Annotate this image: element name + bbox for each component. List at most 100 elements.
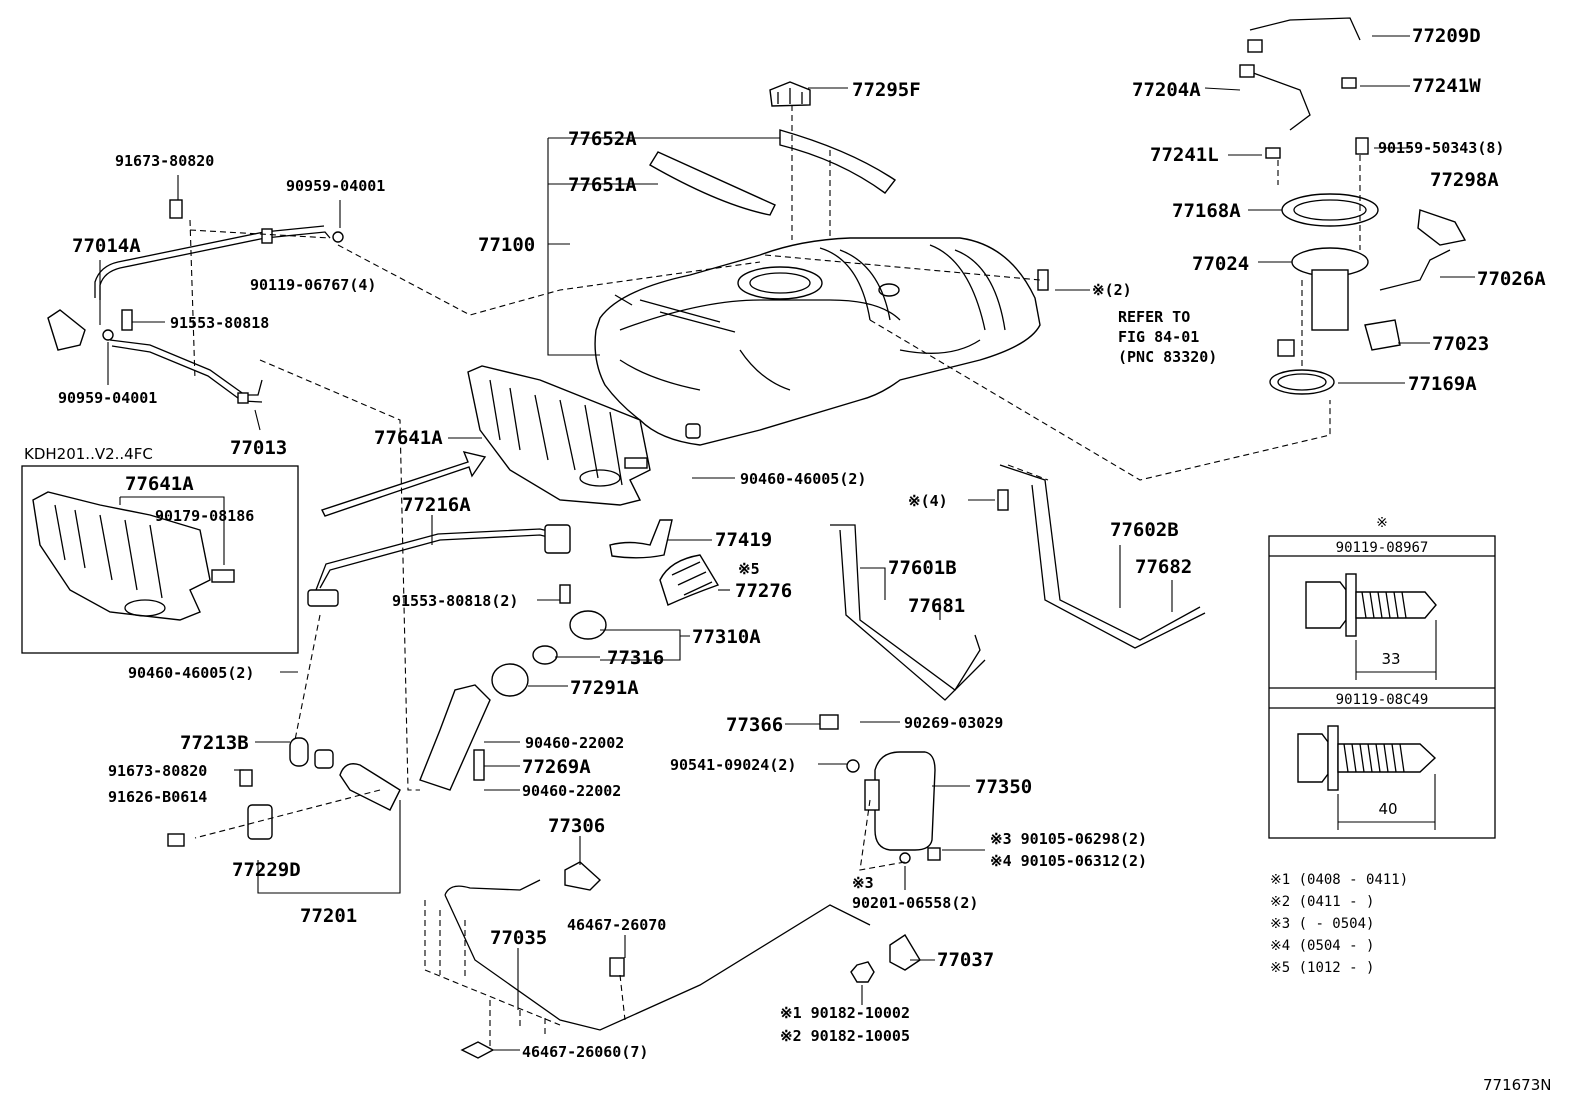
bolt-2-part-number: 90119-08C49	[1336, 692, 1429, 708]
bolt-2-length: 40	[1378, 800, 1397, 818]
label-77298a: 77298A	[1430, 169, 1499, 191]
label-77681: 77681	[908, 595, 965, 617]
note-2: ※2 (0411 - )	[1270, 894, 1374, 910]
label-90201: 90201-06558(2)	[852, 894, 978, 912]
clamp-77229d	[247, 804, 273, 840]
label-77601b: 77601B	[888, 557, 957, 579]
label-note-x5: ※5	[738, 560, 760, 578]
gasket-77168a	[1281, 193, 1379, 227]
label-91553-top: 91553-80818	[170, 314, 269, 332]
gasket-77316	[532, 645, 558, 665]
protector-77295f-drawing	[769, 81, 811, 107]
vent-tube-77209d	[1244, 17, 1361, 131]
fuel-filler-lid-77350	[874, 751, 936, 851]
bolt-1-drawing	[1305, 581, 1347, 629]
label-77204a: 77204A	[1132, 79, 1201, 101]
label-90460-46005-left: 90460-46005(2)	[128, 664, 254, 682]
clip-90959-bottom	[102, 329, 114, 341]
label-90460-22002-top: 90460-22002	[525, 734, 624, 752]
vent-tube-77013	[109, 339, 263, 396]
label-77201: 77201	[300, 905, 357, 927]
label-77213b: 77213B	[180, 732, 249, 754]
part-labels: 77209D 77204A 77241W 77241L 90159-50343(…	[24, 25, 1546, 1061]
vent-hose-drawing	[47, 309, 86, 351]
label-77310a: 77310A	[692, 626, 761, 648]
label-77026a: 77026A	[1477, 268, 1546, 290]
strap-77601b	[830, 524, 981, 691]
clamp-46467-26060	[460, 1041, 495, 1059]
label-77419: 77419	[715, 529, 772, 551]
bolt-table-header: ※	[1376, 515, 1388, 531]
label-91553-bottom: 91553-80818(2)	[392, 592, 518, 610]
refer-note-line2: FIG 84-01	[1118, 328, 1199, 346]
sender-77023	[1364, 319, 1401, 351]
cable-77035	[444, 879, 871, 1031]
label-46467-26070: 46467-26070	[567, 916, 666, 934]
label-77037: 77037	[937, 949, 994, 971]
label-90269: 90269-03029	[904, 714, 1003, 732]
label-77229d: 77229D	[232, 859, 301, 881]
label-77306: 77306	[548, 815, 605, 837]
strap-77602b	[999, 464, 1201, 641]
label-77269a: 77269A	[522, 756, 591, 778]
label-90179: 90179-08186	[155, 507, 254, 525]
breather-pipe-77216a	[319, 534, 561, 589]
label-77024: 77024	[1192, 253, 1249, 275]
filler-neck-77291a	[491, 663, 529, 697]
label-91673-bottom: 91673-80820	[108, 762, 207, 780]
tank-protector-drawing	[467, 365, 651, 506]
label-77014a: 77014A	[72, 235, 141, 257]
label-90182-10002: ※1 90182-10002	[780, 1004, 910, 1022]
label-77023: 77023	[1432, 333, 1489, 355]
hose-77269a	[473, 749, 485, 781]
label-77651a: 77651A	[568, 174, 637, 196]
label-90159: 90159-50343(8)	[1378, 139, 1504, 157]
label-77241l: 77241L	[1150, 144, 1219, 166]
nut-90182	[850, 961, 875, 983]
label-90119-06767: 90119-06767(4)	[250, 276, 376, 294]
inset-protector-drawing	[32, 491, 235, 621]
bolt-1-length: 33	[1381, 650, 1400, 668]
inset-label: KDH201..V2..4FC	[24, 445, 153, 463]
solid-leaders	[99, 35, 1475, 1051]
lever-77306	[564, 861, 602, 891]
label-77316: 77316	[607, 647, 664, 669]
tank-band-77652a	[779, 129, 897, 194]
clamp-46467-26070	[609, 957, 625, 977]
wire-77026a	[1379, 249, 1451, 291]
hose-77213b	[339, 763, 401, 811]
label-90959-top: 90959-04001	[286, 177, 385, 195]
direction-arrow	[321, 451, 487, 517]
label-90105-06312: ※4 90105-06312(2)	[990, 852, 1147, 870]
label-77641a: 77641A	[374, 427, 443, 449]
refer-note-line3: (PNC 83320)	[1118, 348, 1217, 366]
label-77035: 77035	[490, 927, 547, 949]
filler-pipe-drawing	[419, 684, 491, 791]
label-91673-top: 91673-80820	[115, 152, 214, 170]
filler-cap-77310a	[569, 610, 607, 640]
note-4: ※4 (0504 - )	[1270, 938, 1374, 954]
clamp-91553	[121, 309, 133, 331]
note-5: ※5 (1012 - )	[1270, 960, 1374, 976]
hose-77419	[609, 519, 673, 559]
label-90460-46005-top: 90460-46005(2)	[740, 470, 866, 488]
label-note-x2: ※(2)	[1092, 281, 1132, 299]
note-3: ※3 ( - 0504)	[1270, 916, 1374, 932]
figure-code: 771673N	[1483, 1076, 1551, 1094]
label-90959-bottom: 90959-04001	[58, 389, 157, 407]
label-90182-10005: ※2 90182-10005	[780, 1027, 910, 1045]
applicability-notes: ※1 (0408 - 0411) ※2 (0411 - ) ※3 ( - 050…	[1270, 872, 1408, 976]
label-77366: 77366	[726, 714, 783, 736]
note-1: ※1 (0408 - 0411)	[1270, 872, 1408, 888]
label-77013: 77013	[230, 437, 287, 459]
label-46467-26060: 46467-26060(7)	[522, 1043, 648, 1061]
label-77100: 77100	[478, 234, 535, 256]
label-90541: 90541-09024(2)	[670, 756, 796, 774]
bracket-77366	[819, 714, 839, 730]
label-77350: 77350	[975, 776, 1032, 798]
label-77209d: 77209D	[1412, 25, 1481, 47]
label-77276: 77276	[735, 580, 792, 602]
label-77641a-inset: 77641A	[125, 473, 194, 495]
